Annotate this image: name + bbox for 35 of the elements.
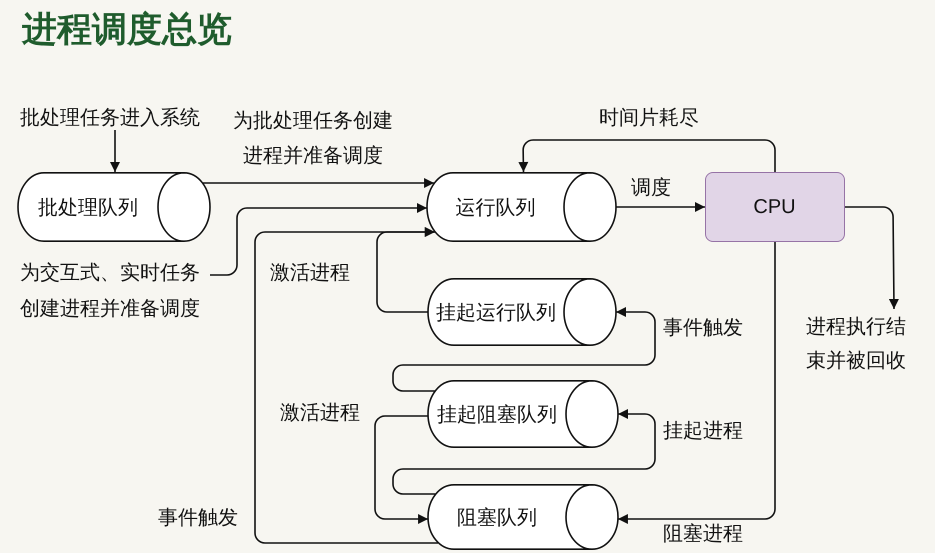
arrow (845, 206, 899, 309)
arrow (110, 130, 120, 172)
annotation-text: 进程执行结束并被回收 (806, 309, 912, 377)
arrow (392, 409, 656, 495)
edge-label: 事件触发 (156, 505, 240, 529)
node-label: 批处理队列 (38, 195, 138, 219)
annotation-text: 批处理任务进入系统 (20, 104, 210, 130)
node-label: 运行队列 (456, 195, 536, 219)
annotation-text: 为交互式、实时任务创建进程并准备调度 (20, 254, 210, 326)
process-box (705, 172, 845, 242)
edge-label: 挂起进程 (661, 418, 745, 442)
arrow (392, 307, 656, 392)
queue-cylinder (428, 380, 618, 448)
node-label: 挂起运行队列 (436, 300, 556, 324)
arrow (618, 242, 776, 524)
queue-cylinder (428, 484, 618, 550)
arrow (210, 203, 427, 276)
arrow (202, 178, 434, 188)
arrow (616, 202, 705, 212)
edge-label: 事件触发 (661, 315, 745, 339)
queue-cylinder (428, 278, 616, 346)
arrow (374, 415, 428, 524)
edge-label: 时间片耗尽 (597, 105, 701, 129)
queue-cylinder (427, 172, 616, 242)
slide-title: 进程调度总览 (22, 9, 232, 51)
node-label: 阻塞队列 (457, 505, 537, 529)
node-label: CPU (753, 194, 796, 218)
edge-label: 阻塞进程 (661, 521, 745, 545)
arrow (254, 227, 438, 544)
node-label: 挂起阻塞队列 (437, 402, 557, 426)
arrow (518, 139, 776, 172)
edge-label: 调度 (629, 175, 673, 199)
edge-label: 激活进程 (268, 260, 352, 284)
queue-cylinder (18, 172, 210, 242)
edge-label: 激活进程 (278, 400, 362, 424)
